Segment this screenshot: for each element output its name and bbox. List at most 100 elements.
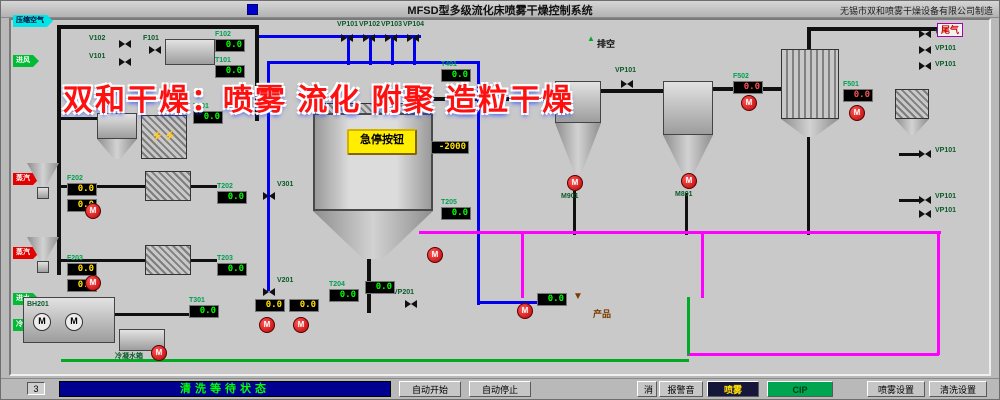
pipe-water-bottom [61,359,689,362]
pump-m801[interactable]: M [681,173,697,189]
pipe-to-cyclone1 [57,117,99,120]
valve-icon-right-2[interactable] [919,45,931,55]
pipe-duct-drop [255,25,259,121]
cip-button[interactable]: CIP [767,381,833,397]
blower-fan-1[interactable]: M [33,313,51,331]
pipe-air-drop2 [369,37,372,65]
pump-f502[interactable]: M [741,95,757,111]
page-title: MFSD型多级流化床喷雾干燥控制系统 [407,5,593,17]
valve-icon-vp102[interactable] [363,33,375,43]
pump-m901[interactable]: M [567,175,583,191]
pump-chamber[interactable]: M [427,247,443,263]
valve-icon-f101[interactable] [149,45,161,55]
vent-arrow-icon: ▲ [587,34,595,43]
pipe-filter-drop [807,137,810,235]
spray-button[interactable]: 喷雾 [707,381,759,397]
alarm-sound-button[interactable]: 报警音 [659,381,703,397]
pipe-cip-right-drop [937,231,940,355]
pipe-cip-bottom [687,353,939,356]
pipe-m901-drop [573,191,576,235]
valve-icon-v102[interactable] [119,39,131,49]
pipe-hx2-out [189,259,217,262]
valve-icon-vp101-mid[interactable] [621,79,633,89]
spray-settings-button[interactable]: 喷雾设置 [867,381,925,397]
blower-tag: BH201 [27,301,49,308]
display-value: 0.0 [843,89,873,102]
window-icon [247,4,258,15]
pipe-air-bottom [477,301,541,304]
pump-tag-m901: M901 [561,193,579,200]
blower-fan-2[interactable]: M [65,313,83,331]
display-value: 0.0 [255,299,285,312]
valve-tag-f101: F101 [143,35,159,42]
valve-icon-v101[interactable] [119,57,131,67]
valve-icon-right-6[interactable] [919,209,931,219]
pipe-cyclone2-to-3 [599,89,665,93]
pump-bottom2[interactable]: M [293,317,309,333]
clean-settings-button[interactable]: 清洗设置 [929,381,987,397]
pump-feed1[interactable]: M [85,203,101,219]
pipe-air-drop1 [347,37,350,65]
valve-icon-right-3[interactable] [919,61,931,71]
heater1 [145,171,191,201]
product-arrow-icon: ▼ [573,291,583,302]
pump-bottom1[interactable]: M [259,317,275,333]
valve-icon-v201[interactable] [263,287,275,297]
vessel-f102 [165,39,215,65]
display-value: 0.0 [67,263,97,276]
emergency-stop-button[interactable]: 急停按钮 [347,129,417,155]
pump-feed2[interactable]: M [85,275,101,291]
valve-tag-right-6: VP101 [935,207,957,214]
valve-icon-right-5[interactable] [919,195,931,205]
valve-icon-right-1[interactable] [919,29,931,39]
valve-icon-vp201[interactable] [405,299,417,309]
display-value: 0.0 [365,281,395,294]
small-cyclone [895,89,929,119]
display-value: 0.0 [217,191,247,204]
valve-icon-right-4[interactable] [919,149,931,159]
mute-button[interactable]: 消 [637,381,657,397]
valve-icon-v301[interactable] [263,191,275,201]
pump-f501[interactable]: M [849,105,865,121]
feeder2-stem [37,261,49,273]
pipe-water-riser [687,297,690,355]
title-bar: MFSD型多级流化床喷雾干燥控制系统 无锡市双和喷雾干燥设备有限公司制造 [1,1,999,18]
valve-tag-right-3: VP101 [935,61,957,68]
display-value: 0.0 [289,299,319,312]
pump-mid[interactable]: M [517,303,533,319]
display-aux2: 0.0 [537,293,567,306]
valve-icon-vp104[interactable] [407,33,419,43]
pipe-chamber-to-cyclone2 [425,97,557,101]
pipe-m801-drop [685,193,688,235]
valve-tag-right-2: VP101 [935,45,957,52]
display-value: -2000 [431,141,469,154]
valve-icon-vp103[interactable] [385,33,397,43]
auto-start-button[interactable]: 自动开始 [399,381,461,397]
valve-icon-vp101-top[interactable] [341,33,353,43]
pipe-left-spine [57,25,61,275]
display-value: 0.0 [67,183,97,196]
display-value: 0.0 [215,65,245,78]
cyclone3-body [663,81,713,135]
pipe-air-header [259,35,421,38]
pump-condensate[interactable]: M [151,345,167,361]
source-steam-1: 蒸汽 [13,173,39,185]
auto-stop-button[interactable]: 自动停止 [469,381,531,397]
display-value: 0.0 [441,69,471,82]
esp-filter [141,115,187,159]
pipe-cip-main [419,231,941,234]
cyclone2-body [555,81,601,123]
pipe-air-drop4 [413,37,416,65]
display-value: 0.0 [193,111,223,124]
valve-tag-vp201: VP201 [393,289,415,296]
